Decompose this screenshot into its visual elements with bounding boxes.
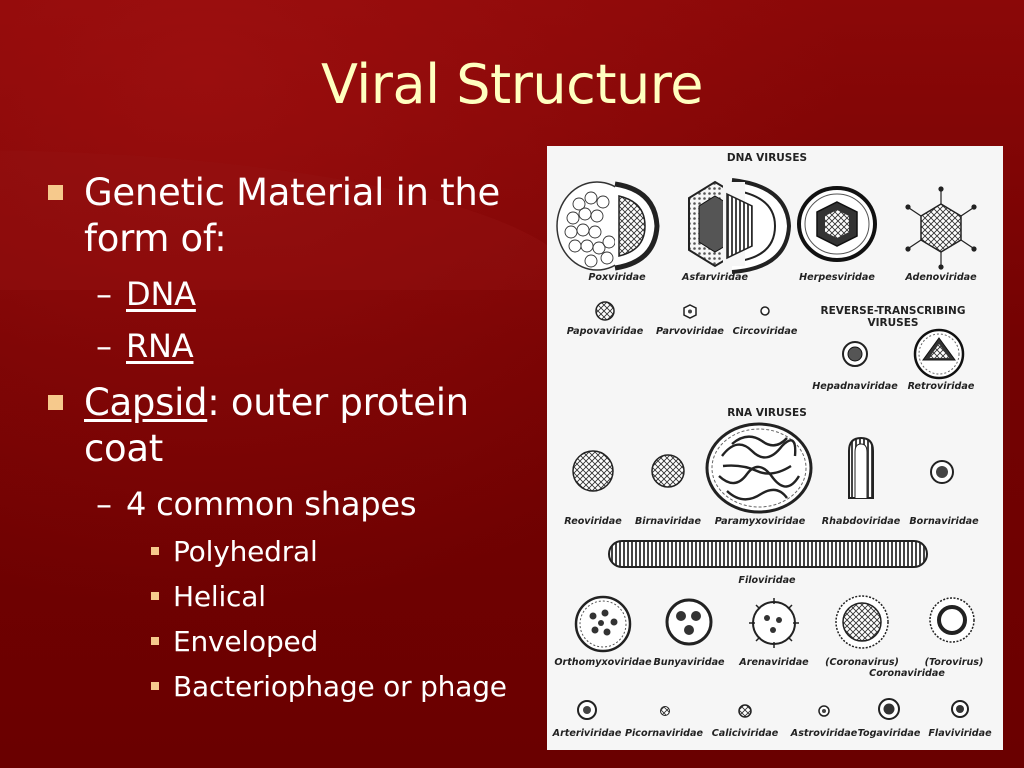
paramyxoviridae-virion (705, 422, 813, 514)
rna-viruses-header: RNA VIRUSES (727, 407, 807, 419)
small-square-bullet-icon (151, 682, 159, 690)
arteriviridae-virion (577, 700, 597, 720)
papovaviridae-label: Papovaviridae (567, 326, 644, 337)
dna-link[interactable]: DNA (126, 275, 196, 313)
parvoviridae-label: Parvoviridae (656, 326, 724, 337)
coronavirus-virion (835, 595, 889, 649)
poxviridae-label: Poxviridae (588, 272, 646, 283)
shape-label: Polyhedral (173, 535, 318, 568)
paramyxoviridae-label: Paramyxoviridae (715, 516, 806, 527)
small-square-bullet-icon (151, 637, 159, 645)
asfarviridae-label: Asfarviridae (681, 272, 748, 283)
arteriviridae-label: Arteriviridae (552, 728, 622, 739)
shape-label: Bacteriophage or phage (173, 670, 507, 703)
flaviviridae-label: Flaviviridae (928, 728, 992, 739)
dash-bullet: – (96, 327, 112, 365)
capsid-link[interactable]: Capsid (84, 381, 208, 424)
togaviridae-virion (878, 698, 900, 720)
shape-item-enveloped: Enveloped (40, 624, 533, 660)
caliciviridae-label: Caliciviridae (712, 728, 779, 739)
caliciviridae-virion (738, 704, 752, 718)
bornaviridae-virion (930, 460, 954, 484)
arenaviridae-label: Arenaviridae (738, 657, 809, 668)
small-square-bullet-icon (151, 592, 159, 600)
reverse-transcribing-header: REVERSE-TRANSCRIBING (821, 305, 966, 317)
rhabdoviridae-label: Rhabdoviridae (822, 516, 901, 527)
virus-diagram-figure: DNA VIRUSES REVERSE-TRANSCRIBING VIRUSES… (547, 146, 1003, 750)
shape-item-helical: Helical (40, 579, 533, 615)
virus-diagram: DNA VIRUSES REVERSE-TRANSCRIBING VIRUSES… (552, 152, 992, 739)
flaviviridae-virion (951, 700, 969, 718)
adenoviridae-label: Adenoviridae (904, 272, 977, 283)
shape-label: Enveloped (173, 625, 319, 658)
sub-bullet-shapes: – 4 common shapes (40, 478, 540, 530)
hepadnaviridae-virion (842, 341, 868, 367)
hepadnaviridae-label: Hepadnaviridae (812, 381, 898, 392)
bullet-list: Genetic Material in the form of: – DNA –… (40, 170, 540, 714)
bunyaviridae-virion (665, 598, 713, 646)
adenoviridae-virion (905, 186, 977, 270)
arenaviridae-virion (749, 598, 799, 648)
astroviridae-label: Astroviridae (790, 728, 858, 739)
rhabdoviridae-virion (848, 436, 874, 499)
square-bullet-icon (48, 185, 63, 200)
herpesviridae-virion (797, 186, 877, 262)
poxviridae-virion (556, 181, 660, 271)
filoviridae-virion (608, 540, 928, 568)
picornaviridae-virion (660, 706, 670, 716)
dash-bullet: – (96, 485, 112, 523)
rna-link[interactable]: RNA (126, 327, 194, 365)
dash-bullet: – (96, 275, 112, 313)
reverse-transcribing-header-line2: VIRUSES (868, 317, 919, 329)
retroviridae-virion (913, 328, 965, 380)
asfarviridae-virion (688, 178, 792, 274)
birnaviridae-label: Birnaviridae (635, 516, 702, 527)
orthomyxoviridae-virion (574, 595, 632, 653)
slide-title: Viral Structure (321, 53, 703, 116)
togaviridae-label: Togaviridae (858, 728, 921, 739)
orthomyxoviridae-label: Orthomyxoviridae (554, 657, 652, 668)
reoviridae-label: Reoviridae (564, 516, 622, 527)
dna-viruses-header: DNA VIRUSES (727, 152, 807, 164)
sub-bullet-rna: – RNA (40, 320, 540, 372)
bornaviridae-label: Bornaviridae (909, 516, 979, 527)
circoviridae-label: Circoviridae (733, 326, 798, 337)
small-square-bullet-icon (151, 547, 159, 555)
shape-item-polyhedral: Polyhedral (40, 534, 533, 570)
sub-bullet-dna: – DNA (40, 268, 540, 320)
filoviridae-label: Filoviridae (738, 575, 796, 586)
torovirus-virion (929, 597, 975, 643)
bullet-text: Genetic Material in the form of: (84, 171, 500, 260)
torovirus-label: (Torovirus) (925, 657, 984, 668)
bunyaviridae-label: Bunyaviridae (653, 657, 725, 668)
square-bullet-icon (48, 395, 63, 410)
retroviridae-label: Retroviridae (908, 381, 975, 392)
coronaviridae-label: Coronaviridae (869, 668, 945, 679)
bullet-text: : outer protein coat (84, 381, 469, 470)
papovaviridae-virion (595, 301, 615, 321)
shape-item-bacteriophage: Bacteriophage or phage (40, 669, 533, 705)
birnaviridae-virion (651, 454, 685, 488)
parvoviridae-virion (683, 304, 697, 319)
circoviridae-virion (760, 306, 770, 316)
picornaviridae-label: Picornaviridae (625, 728, 704, 739)
sub-bullet-text: 4 common shapes (126, 485, 417, 523)
herpesviridae-label: Herpesviridae (799, 272, 875, 283)
shape-label: Helical (173, 580, 266, 613)
coronavirus-label: (Coronavirus) (825, 657, 899, 668)
bullet-capsid: Capsid: outer protein coat (40, 380, 540, 472)
reoviridae-virion (572, 450, 614, 492)
astroviridae-virion (818, 705, 830, 717)
bullet-genetic-material: Genetic Material in the form of: (40, 170, 540, 262)
